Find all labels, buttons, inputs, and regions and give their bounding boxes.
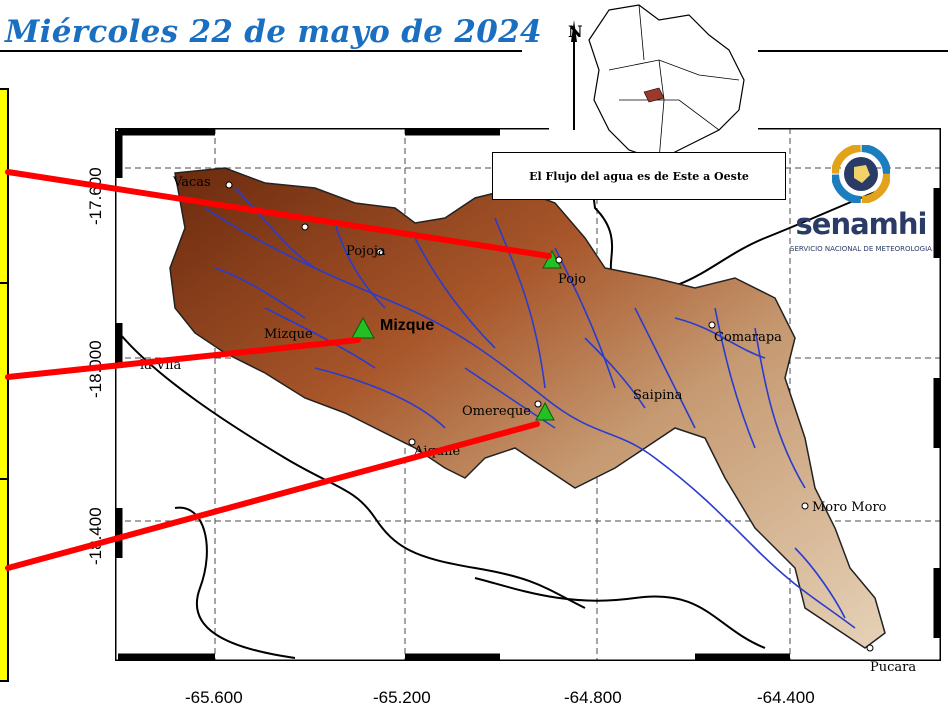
- x-tick: -64.800: [564, 688, 622, 707]
- senamhi-logo: senamhi SERVICIO NACIONAL DE METEOROLOGI…: [786, 145, 936, 255]
- senamhi-emblem-icon: [832, 145, 890, 203]
- place-moro-moro: Moro Moro: [812, 500, 887, 515]
- place-mizque-town: Mizque: [264, 327, 313, 342]
- station-panel: [0, 88, 9, 682]
- bolivia-inset: [549, 0, 758, 163]
- station-panel-divider: [0, 282, 8, 284]
- header-rule: [0, 50, 522, 52]
- x-tick: -65.200: [373, 688, 431, 707]
- report-date: Miércoles 22 de mayo de 2024: [5, 14, 542, 50]
- place-vacas: Vacas: [173, 175, 211, 190]
- inset-locator-map: N: [549, 0, 758, 163]
- station-panel-divider: [0, 478, 8, 480]
- senamhi-tagline: SERVICIO NACIONAL DE METEOROLOGIA: [790, 245, 932, 253]
- x-tick: -64.400: [757, 688, 815, 707]
- place-saipina: Saipina: [633, 388, 683, 403]
- x-tick: -65.600: [185, 688, 243, 707]
- station-mizque-label: Mizque: [380, 317, 435, 334]
- place-omereque: Omereque: [462, 404, 531, 419]
- north-arrow-label: N: [568, 22, 583, 41]
- place-comarapa: Comarapa: [714, 330, 782, 345]
- senamhi-wordmark: senamhi: [795, 207, 928, 241]
- place-pojoja: Pojoja: [346, 244, 386, 259]
- basin-map: [115, 128, 941, 661]
- flow-direction-text: El Flujo del agua es de Este a Oeste: [529, 169, 749, 183]
- header-rule-right: [757, 50, 948, 52]
- place-pucara: Pucara: [870, 660, 917, 675]
- flow-direction-note: El Flujo del agua es de Este a Oeste: [492, 152, 786, 200]
- place-pojo: Pojo: [558, 272, 586, 287]
